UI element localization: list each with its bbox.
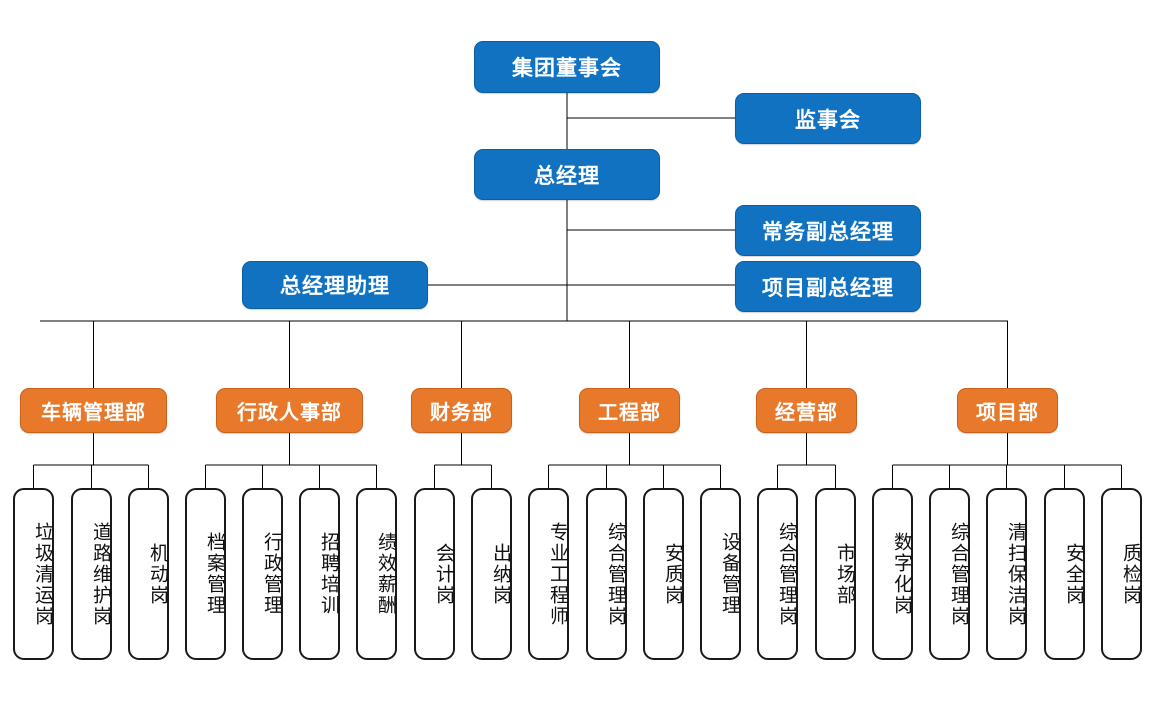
leaf-node-leaf-6[interactable]: 绩效薪酬: [356, 488, 397, 660]
leaf-node-leaf-9[interactable]: 专业工程师: [528, 488, 569, 660]
leaf-label: 市场部: [834, 542, 856, 606]
leaf-node-leaf-19[interactable]: 质检岗: [1101, 488, 1142, 660]
department-node-label: 财务部: [430, 400, 493, 424]
executive-node-project-deputy-gm[interactable]: 项目副总经理: [735, 261, 921, 312]
leaf-label: 出纳岗: [490, 542, 512, 606]
leaf-node-leaf-1[interactable]: 道路维护岗: [71, 488, 112, 660]
executive-node-label: 集团董事会: [512, 56, 622, 80]
leaf-node-leaf-18[interactable]: 安全岗: [1044, 488, 1085, 660]
leaf-label: 综合管理岗: [776, 521, 798, 627]
department-node-label: 经营部: [775, 400, 838, 424]
executive-node-label: 总经理: [534, 163, 600, 188]
department-node-operations[interactable]: 经营部: [756, 388, 857, 433]
leaf-label: 安质岗: [662, 542, 684, 606]
executive-node-label: 总经理助理: [280, 274, 390, 298]
department-node-label: 行政人事部: [237, 400, 342, 424]
department-node-admin-hr[interactable]: 行政人事部: [216, 388, 363, 433]
executive-node-exec-deputy-gm[interactable]: 常务副总经理: [735, 205, 921, 256]
leaf-label: 垃圾清运岗: [32, 521, 54, 627]
leaf-label: 行政管理: [261, 532, 283, 616]
department-node-project[interactable]: 项目部: [957, 388, 1058, 433]
leaf-label: 安全岗: [1063, 542, 1085, 606]
leaf-label: 档案管理: [204, 532, 226, 616]
department-node-label: 项目部: [976, 400, 1039, 424]
leaf-node-leaf-5[interactable]: 招聘培训: [299, 488, 340, 660]
executive-node-board[interactable]: 集团董事会: [474, 41, 660, 93]
leaf-node-leaf-14[interactable]: 市场部: [815, 488, 856, 660]
department-node-label: 车辆管理部: [41, 400, 146, 424]
leaf-label: 设备管理: [719, 532, 741, 616]
leaf-label: 会计岗: [433, 542, 455, 606]
leaf-label: 专业工程师: [547, 521, 569, 627]
executive-node-supervisory[interactable]: 监事会: [735, 93, 921, 144]
leaf-node-leaf-15[interactable]: 数字化岗: [872, 488, 913, 660]
department-node-engineering[interactable]: 工程部: [579, 388, 680, 433]
leaf-label: 道路维护岗: [90, 521, 112, 627]
leaf-node-leaf-3[interactable]: 档案管理: [185, 488, 226, 660]
leaf-label: 清扫保洁岗: [1005, 521, 1027, 627]
leaf-node-leaf-17[interactable]: 清扫保洁岗: [986, 488, 1027, 660]
executive-node-gm[interactable]: 总经理: [474, 149, 660, 200]
executive-node-label: 项目副总经理: [762, 275, 894, 300]
leaf-node-leaf-10[interactable]: 综合管理岗: [586, 488, 627, 660]
leaf-node-leaf-8[interactable]: 出纳岗: [471, 488, 512, 660]
leaf-node-leaf-0[interactable]: 垃圾清运岗: [13, 488, 54, 660]
leaf-node-leaf-16[interactable]: 综合管理岗: [929, 488, 970, 660]
department-node-finance[interactable]: 财务部: [411, 388, 512, 433]
leaf-node-leaf-4[interactable]: 行政管理: [242, 488, 283, 660]
leaf-label: 综合管理岗: [605, 521, 627, 627]
leaf-node-leaf-7[interactable]: 会计岗: [414, 488, 455, 660]
leaf-node-leaf-12[interactable]: 设备管理: [700, 488, 741, 660]
executive-node-gm-assistant[interactable]: 总经理助理: [242, 261, 428, 309]
leaf-label: 综合管理岗: [948, 521, 970, 627]
leaf-label: 数字化岗: [891, 532, 913, 616]
leaf-node-leaf-13[interactable]: 综合管理岗: [757, 488, 798, 660]
leaf-label: 机动岗: [147, 542, 169, 606]
leaf-label: 绩效薪酬: [375, 532, 397, 616]
department-node-vehicle[interactable]: 车辆管理部: [20, 388, 167, 433]
leaf-label: 质检岗: [1120, 542, 1142, 606]
department-node-label: 工程部: [598, 400, 661, 424]
leaf-node-leaf-11[interactable]: 安质岗: [643, 488, 684, 660]
executive-node-label: 常务副总经理: [762, 219, 894, 244]
executive-node-label: 监事会: [795, 107, 861, 132]
leaf-node-leaf-2[interactable]: 机动岗: [128, 488, 169, 660]
leaf-label: 招聘培训: [318, 532, 340, 616]
